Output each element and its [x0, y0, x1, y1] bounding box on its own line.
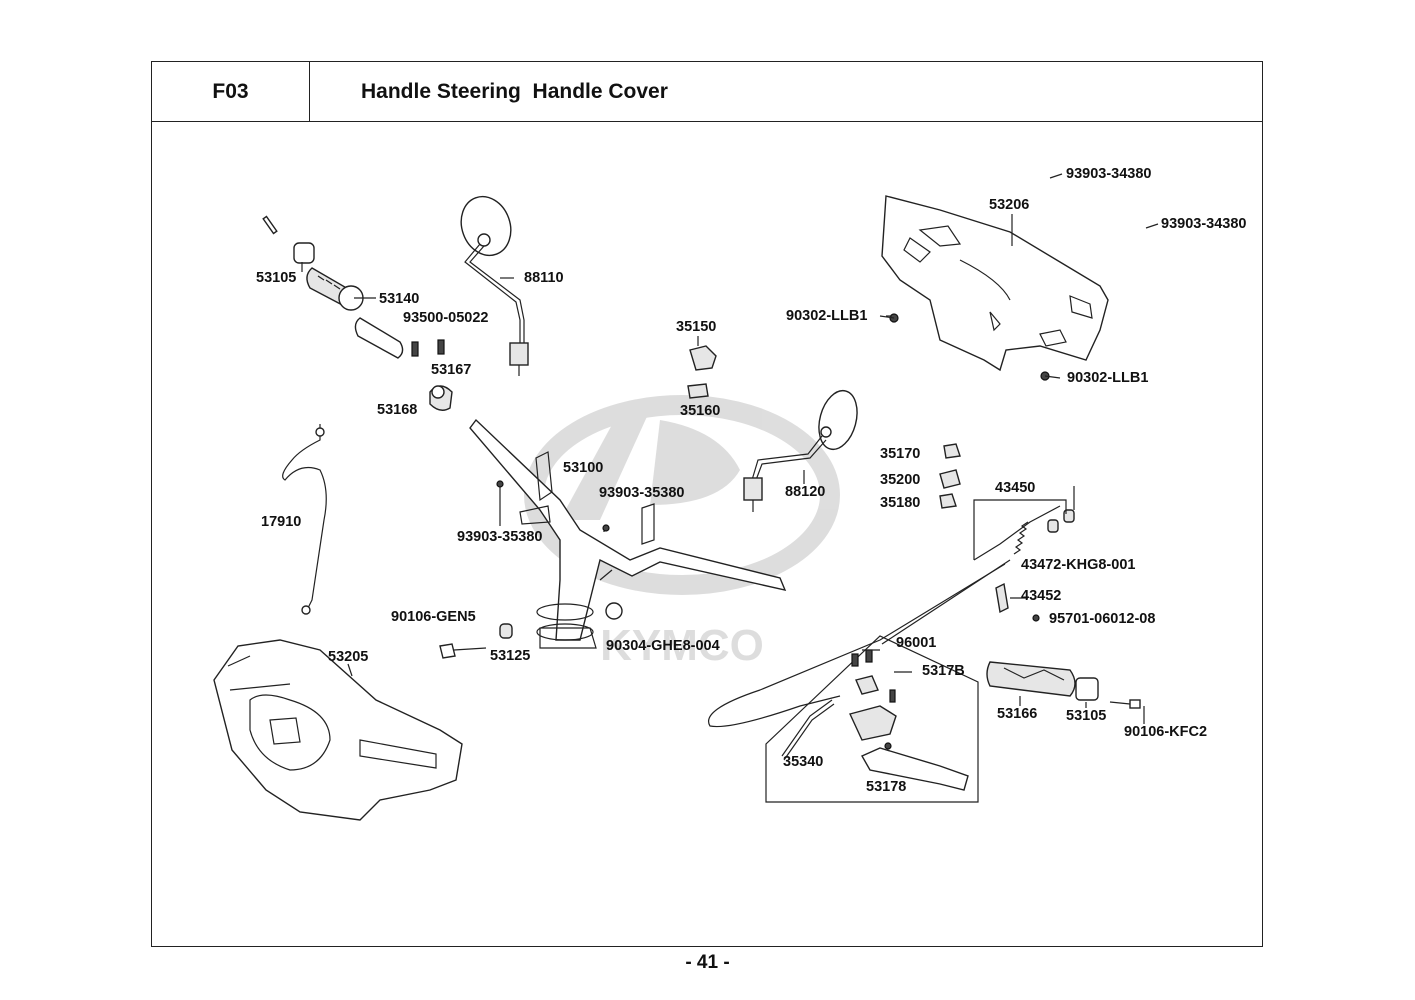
left-mirror: [460, 195, 529, 376]
part-label-35170: 35170: [880, 446, 921, 462]
part-label-53206: 53206: [989, 197, 1030, 213]
part-label-93500-05022: 93500-05022: [403, 310, 489, 326]
switch-parts: [687, 336, 961, 509]
part-label-53168: 53168: [377, 402, 418, 418]
part-label-53166: 53166: [997, 706, 1038, 722]
part-label-90302-llb1-a: 90302-LLB1: [786, 308, 868, 324]
handlebar: [469, 418, 787, 649]
part-label-53100: 53100: [563, 460, 604, 476]
left-grip-group: [262, 215, 445, 359]
part-label-53105-a: 53105: [256, 270, 297, 286]
leader-lines: [862, 315, 1145, 724]
part-label-88120: 88120: [785, 484, 826, 500]
right-grip-group: [986, 661, 1141, 709]
right-mirror: [743, 389, 858, 512]
brake-lever-inset: [765, 635, 979, 803]
part-label-90302-llb1-b: 90302-LLB1: [1067, 370, 1149, 386]
diagram-frame: [151, 61, 1263, 947]
part-label-95701-06012-08: 95701-06012-08: [1049, 611, 1156, 627]
part-label-35200: 35200: [880, 472, 921, 488]
part-label-93903-34380-a: 93903-34380: [1066, 166, 1152, 182]
part-label-90106-gen5: 90106-GEN5: [391, 609, 476, 625]
part-label-35160: 35160: [680, 403, 721, 419]
throttle-clamp: [429, 385, 453, 411]
rear-handle-cover: [881, 195, 1109, 372]
part-label-53178: 53178: [866, 779, 907, 795]
part-label-53140: 53140: [379, 291, 420, 307]
part-label-53167: 53167: [431, 362, 472, 378]
part-label-53105-b: 53105: [1066, 708, 1107, 724]
watermark-text: KYMCO: [600, 621, 764, 670]
page-number: - 41 -: [685, 952, 730, 973]
part-label-93903-35380-b: 93903-35380: [457, 529, 543, 545]
part-label-88110: 88110: [524, 270, 564, 286]
part-label-96001: 96001: [896, 635, 937, 651]
part-label-43450: 43450: [995, 480, 1036, 496]
front-handle-cover: [213, 639, 463, 821]
part-label-35340: 35340: [783, 754, 824, 770]
part-label-5317b: 5317B: [922, 663, 965, 679]
part-label-90304-ghe8-004: 90304-GHE8-004: [606, 638, 720, 654]
brake-cable-group: [708, 486, 1075, 728]
part-label-53205: 53205: [328, 649, 369, 665]
part-label-93903-34380-b: 93903-34380: [1161, 216, 1247, 232]
part-label-17910: 17910: [261, 514, 302, 530]
part-label-53125: 53125: [490, 648, 531, 664]
part-label-93903-35380-a: 93903-35380: [599, 485, 685, 501]
bolts: [439, 173, 1159, 659]
part-label-35180: 35180: [880, 495, 921, 511]
part-label-35150: 35150: [676, 319, 717, 335]
part-label-90106-kfc2: 90106-KFC2: [1124, 724, 1208, 740]
part-label-43452: 43452: [1021, 588, 1062, 604]
throttle-cable: [282, 424, 327, 615]
part-label-43472-khg8-001: 43472-KHG8-001: [1021, 557, 1136, 573]
